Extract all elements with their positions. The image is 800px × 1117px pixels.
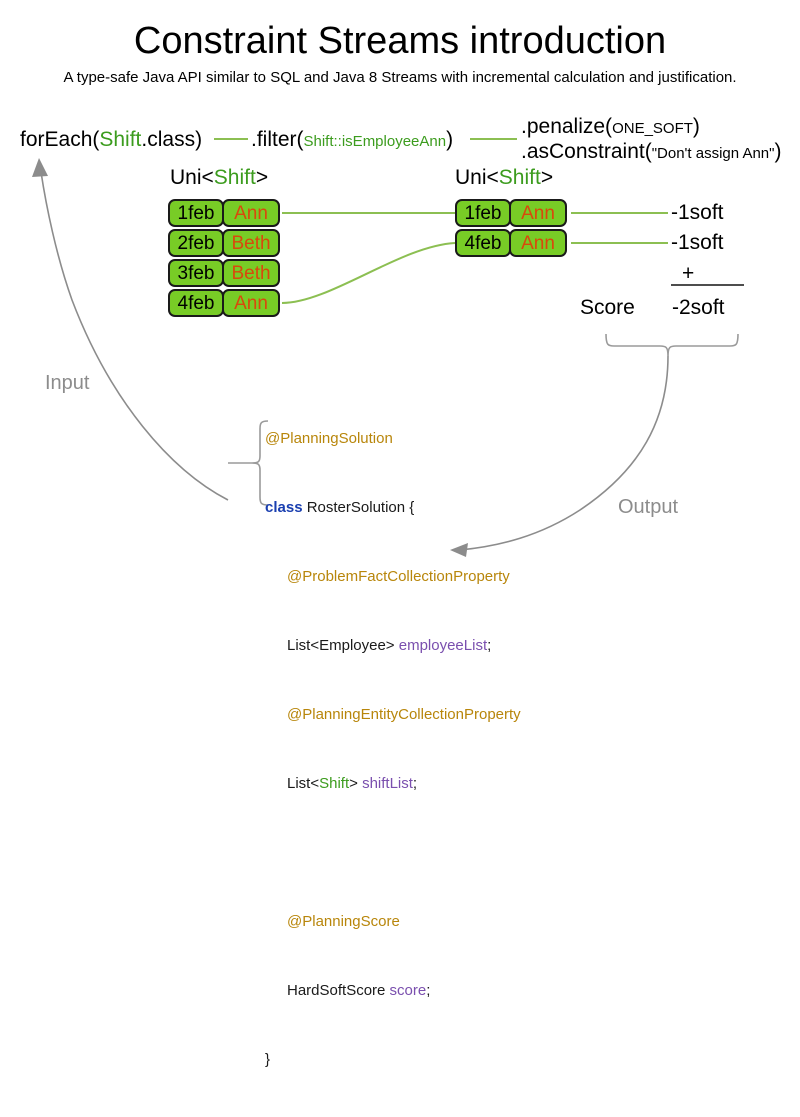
uni-left-type: Shift [213, 166, 256, 189]
penalize-prefix: .penalize( [521, 115, 613, 138]
penalize-suffix: ) [692, 115, 700, 138]
pipeline-penalize: .penalize(ONE_SOFT) [521, 115, 700, 141]
tuple-date: 4feb [168, 289, 224, 317]
uni-left-prefix: Uni< [170, 166, 214, 189]
tuple-left-4: 4feb Ann [168, 289, 280, 317]
tuple-date: 4feb [455, 229, 511, 257]
tuple-left-2: 2feb Beth [168, 229, 280, 257]
field-name-score: score [389, 982, 427, 999]
field-name-shift-list: shiftList [362, 775, 413, 792]
annotation-output: Output [618, 496, 679, 518]
annotation-planning-score: @PlanningScore [287, 913, 400, 930]
annotation-planning-solution: @PlanningSolution [265, 430, 393, 447]
semicolon: ; [412, 775, 418, 792]
filter-prefix: .filter( [251, 128, 304, 151]
class-declaration: RosterSolution { [302, 499, 415, 516]
content-layer: Constraint Streams introduction A type-s… [20, 20, 781, 1068]
uni-right-suffix: > [540, 166, 554, 189]
as-constraint-arg: "Don't assign Ann" [651, 145, 775, 162]
code-line-8: HardSoftScore score; [265, 979, 521, 1002]
uni-caption-left: Uni<Shift> [170, 166, 268, 190]
as-constraint-suffix: ) [774, 140, 782, 163]
tuple-left-3: 3feb Beth [168, 259, 280, 287]
uni-right-prefix: Uni< [455, 166, 499, 189]
tuple-employee: Beth [222, 229, 280, 257]
code-line-1: @PlanningSolution [265, 427, 521, 450]
pipeline-filter: .filter(Shift::isEmployeeAnn) [251, 128, 453, 154]
score-impact-1: -1soft [671, 201, 724, 224]
tuple-date: 3feb [168, 259, 224, 287]
foreach-prefix: forEach( [20, 128, 100, 151]
field-type-shift-list-close: > [349, 775, 363, 792]
code-line-9: } [265, 1051, 271, 1068]
page-subtitle: A type-safe Java API similar to SQL and … [63, 69, 737, 86]
tuple-date: 1feb [168, 199, 224, 227]
filter-arg-type: Shift [303, 133, 334, 150]
field-name-employee-list: employeeList [398, 637, 488, 654]
keyword-class: class [265, 499, 303, 516]
tuple-employee: Ann [509, 229, 567, 257]
tuple-left-1: 1feb Ann [168, 199, 280, 227]
penalize-arg: ONE_SOFT [612, 120, 693, 137]
code-block: @PlanningSolution class RosterSolution {… [265, 381, 521, 1117]
filter-suffix: ) [446, 128, 454, 151]
field-type-employee-list: List<Employee> [287, 637, 399, 654]
score-label: Score [580, 296, 635, 319]
pipeline-as-constraint: .asConstraint("Don't assign Ann") [521, 140, 781, 166]
code-line-7: @PlanningScore [265, 910, 521, 933]
uni-left-suffix: > [255, 166, 269, 189]
code-line-5: @PlanningEntityCollectionProperty [265, 703, 521, 726]
annotation-input: Input [45, 372, 90, 394]
code-line-blank [265, 841, 521, 864]
semicolon: ; [487, 637, 492, 654]
annotation-problem-fact-collection-property: @ProblemFactCollectionProperty [287, 568, 510, 585]
foreach-type: Shift [99, 128, 142, 151]
score-impact-2: -1soft [671, 231, 724, 254]
page-title: Constraint Streams introduction [133, 20, 667, 62]
field-type-score: HardSoftScore [287, 982, 390, 999]
semicolon: ; [426, 982, 431, 999]
field-type-shift-list-open: List< [287, 775, 320, 792]
annotation-planning-entity-collection-property: @PlanningEntityCollectionProperty [287, 706, 521, 723]
tuple-employee: Ann [509, 199, 567, 227]
uni-caption-right: Uni<Shift> [455, 166, 553, 190]
filter-arg-rest: ::isEmployeeAnn [333, 133, 447, 150]
tuple-right-1: 1feb Ann [455, 199, 567, 227]
code-line-2: class RosterSolution { [265, 496, 521, 519]
code-line-6: List<Shift> shiftList; [265, 772, 521, 795]
pipeline-foreach: forEach(Shift.class) [20, 128, 202, 152]
tuple-right-2: 4feb Ann [455, 229, 567, 257]
code-line-3: @ProblemFactCollectionProperty [265, 565, 521, 588]
foreach-suffix: .class) [141, 128, 203, 151]
tuple-date: 2feb [168, 229, 224, 257]
tuple-date: 1feb [455, 199, 511, 227]
as-constraint-prefix: .asConstraint( [521, 140, 652, 163]
score-operator: + [682, 262, 695, 285]
tuple-employee: Ann [222, 289, 280, 317]
uni-right-type: Shift [498, 166, 541, 189]
code-line-4: List<Employee> employeeList; [265, 634, 521, 657]
score-total: -2soft [672, 296, 725, 319]
tuple-employee: Beth [222, 259, 280, 287]
tuple-employee: Ann [222, 199, 280, 227]
field-type-shift: Shift [319, 775, 350, 792]
